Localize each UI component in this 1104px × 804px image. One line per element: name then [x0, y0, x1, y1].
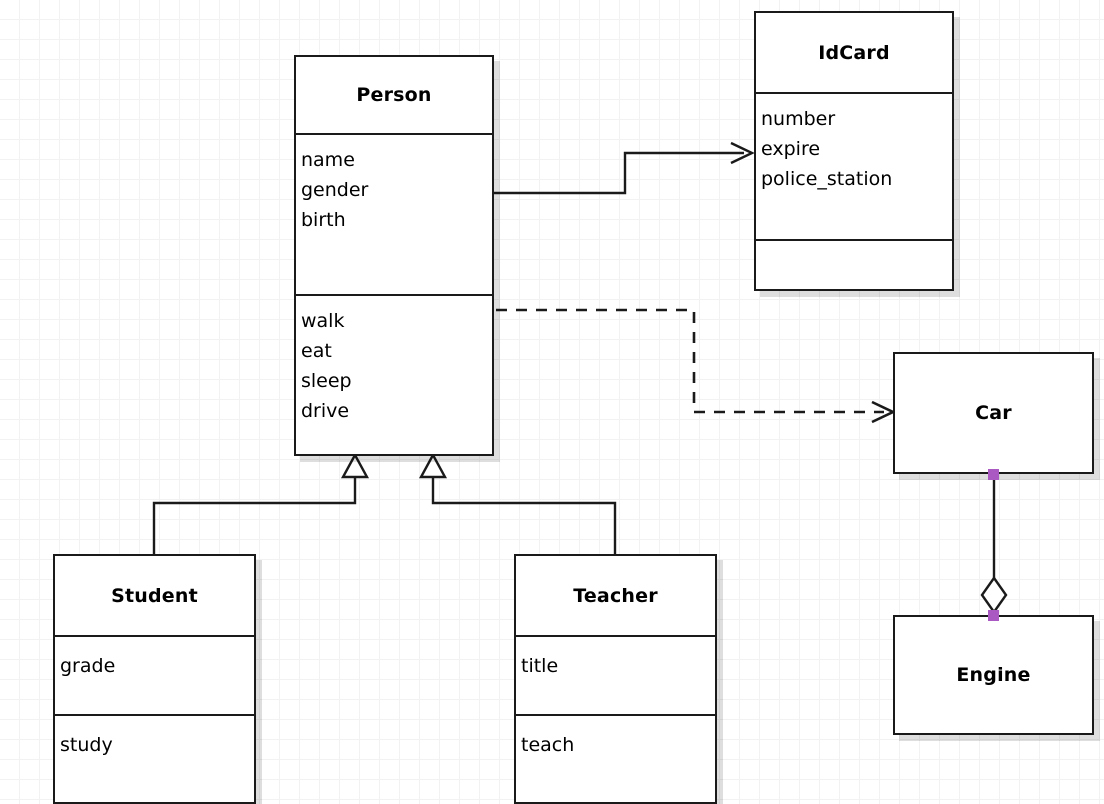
operation-item: teach — [521, 734, 575, 756]
hollow-triangle-head — [340, 452, 370, 479]
operations-person: walk eat sleep drive — [296, 294, 492, 454]
operations-idcard — [756, 239, 952, 289]
operation-item: eat — [301, 340, 332, 362]
open-arrow-head — [871, 400, 897, 424]
class-box-idcard[interactable]: IdCard number expire police_station — [754, 11, 954, 291]
edge-student-person[interactable] — [152, 452, 370, 554]
operations-student: study — [55, 714, 254, 804]
connection-port-car-bottom[interactable] — [988, 469, 999, 480]
class-name-car: Car — [975, 402, 1012, 424]
attribute-item: grade — [60, 655, 116, 677]
class-name-teacher: Teacher — [573, 584, 658, 607]
operation-item: study — [60, 734, 113, 756]
class-box-car[interactable]: Car — [893, 352, 1094, 474]
attribute-item: number — [761, 108, 836, 130]
attributes-teacher: title — [516, 635, 715, 714]
edge-person-car[interactable] — [496, 308, 897, 424]
hollow-diamond-head — [980, 575, 1008, 615]
attribute-item: title — [521, 655, 559, 677]
edge-car-engine[interactable] — [980, 474, 1008, 615]
attribute-item: gender — [301, 179, 369, 201]
attributes-idcard: number expire police_station — [756, 92, 952, 239]
operation-item: walk — [301, 310, 345, 332]
operations-teacher: teach — [516, 714, 715, 804]
class-name-engine: Engine — [956, 664, 1031, 686]
attributes-student: grade — [55, 635, 254, 714]
hollow-triangle-head — [418, 452, 448, 479]
attributes-person: name gender birth — [296, 133, 492, 294]
edge-teacher-person[interactable] — [418, 452, 617, 554]
class-box-engine[interactable]: Engine — [893, 615, 1094, 735]
operation-item: drive — [301, 400, 350, 422]
edge-person-idcard[interactable] — [494, 141, 755, 195]
attribute-item: expire — [761, 138, 821, 160]
class-name-person: Person — [356, 84, 432, 106]
class-box-teacher[interactable]: Teacher title teach — [514, 554, 717, 804]
class-box-student[interactable]: Student grade study — [53, 554, 256, 804]
operation-item: sleep — [301, 370, 352, 392]
class-box-person[interactable]: Person name gender birth walk eat sleep … — [294, 55, 494, 456]
attribute-item: police_station — [761, 168, 893, 190]
attribute-item: birth — [301, 209, 346, 231]
connection-port-engine-top[interactable] — [988, 610, 999, 621]
attribute-item: name — [301, 149, 355, 171]
open-arrow-head — [730, 141, 755, 165]
class-name-student: Student — [111, 584, 198, 607]
class-name-idcard: IdCard — [818, 41, 890, 64]
